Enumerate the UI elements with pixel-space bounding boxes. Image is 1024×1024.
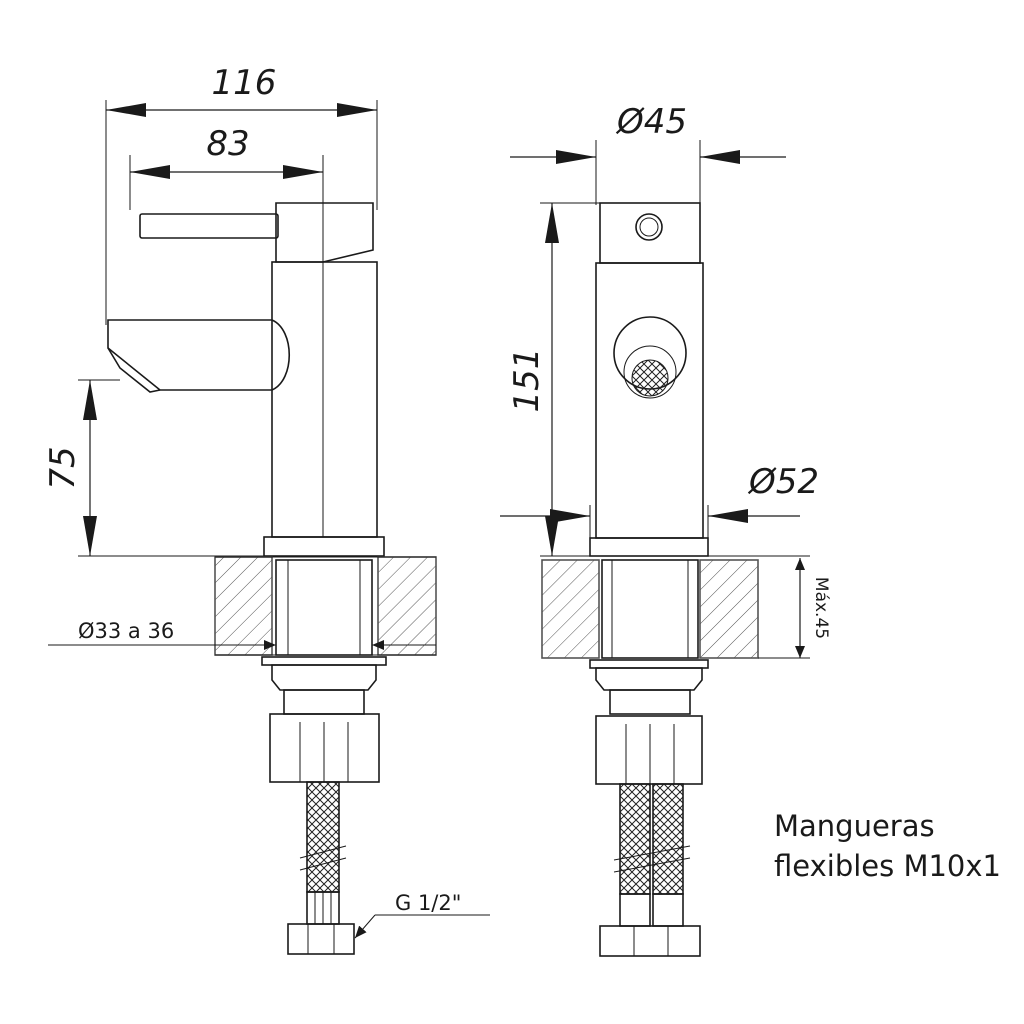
lever-cap <box>599 202 701 264</box>
spout <box>107 319 290 391</box>
flexible-hose <box>306 781 340 893</box>
front-view <box>500 140 810 957</box>
countertop-right-a <box>541 559 600 659</box>
lever-handle <box>139 213 279 239</box>
side-view <box>48 100 490 955</box>
label-d45: Ø45 <box>615 102 687 142</box>
label-max45: Máx.45 <box>811 577 831 639</box>
countertop-left-a <box>214 556 273 656</box>
label-hole-diameter: Ø33 a 36 <box>78 619 174 643</box>
indicator-icon <box>635 213 663 241</box>
front-body <box>595 262 704 539</box>
hose-nut <box>287 923 355 955</box>
hose-right <box>652 783 684 895</box>
label-116: 116 <box>212 63 277 103</box>
hose-left <box>619 783 651 895</box>
front-hose-nuts <box>599 925 701 957</box>
label-83: 83 <box>206 124 249 164</box>
label-d52: Ø52 <box>747 462 819 502</box>
faucet-body <box>271 261 378 538</box>
note-hoses-line1: Mangueras <box>774 809 935 843</box>
shank <box>275 559 373 656</box>
front-mounting-nut <box>595 715 703 785</box>
front-base-ring <box>589 537 709 557</box>
label-151: 151 <box>507 348 547 413</box>
label-75: 75 <box>43 446 83 489</box>
countertop-right-b <box>699 559 759 659</box>
label-thread: G 1/2" <box>395 891 461 915</box>
lever-head <box>275 202 374 263</box>
countertop-left-b <box>377 556 437 656</box>
note-hoses-line2: flexibles M10x1 <box>774 849 1001 883</box>
base-ring <box>263 536 385 557</box>
